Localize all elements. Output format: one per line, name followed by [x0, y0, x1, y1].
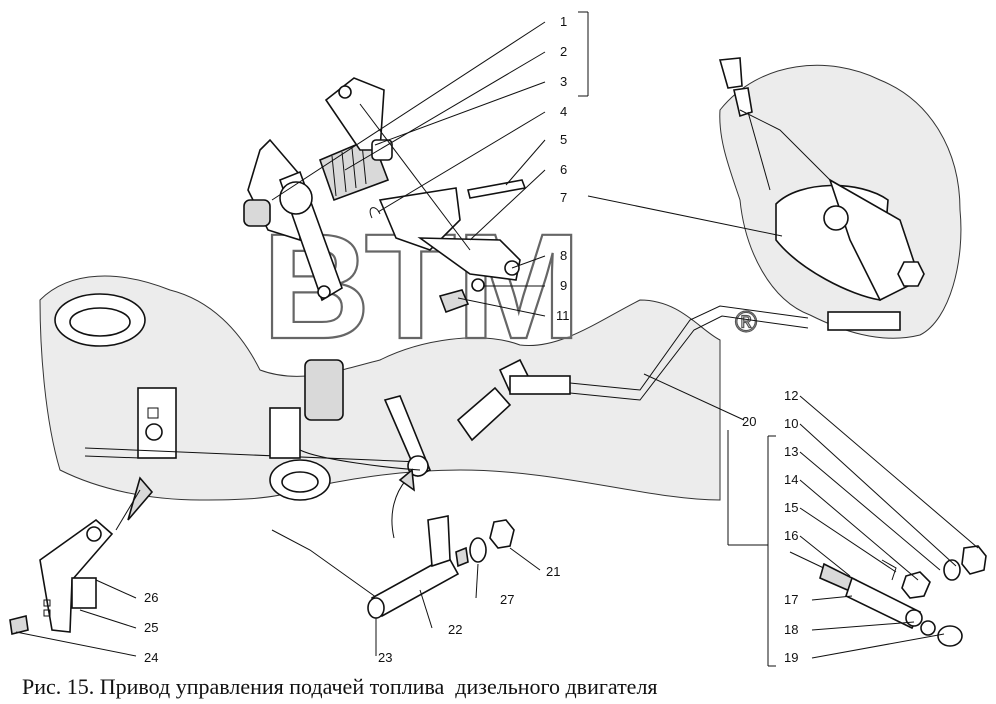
callout-27: 27 — [500, 592, 514, 607]
callout-5: 5 — [560, 132, 567, 147]
callout-9: 9 — [560, 278, 567, 293]
engine-block-outline — [39, 275, 721, 501]
callout-3: 3 — [560, 74, 567, 89]
lever-assembly-22 — [271, 515, 515, 619]
callout-1: 1 — [560, 14, 567, 29]
pedal-mechanism — [243, 77, 527, 314]
callout-7: 7 — [560, 190, 567, 205]
callout-16: 16 — [784, 528, 798, 543]
right-pedal — [718, 57, 925, 302]
control-rod-assembly — [456, 305, 901, 442]
callout-18: 18 — [784, 622, 798, 637]
callout-13: 13 — [784, 444, 798, 459]
bracket-assembly-26 — [9, 518, 114, 635]
callout-25: 25 — [144, 620, 158, 635]
callout-15: 15 — [784, 500, 798, 515]
callout-11: 11 — [556, 308, 570, 323]
callout-17: 17 — [784, 592, 798, 607]
callout-14: 14 — [784, 472, 798, 487]
callout-10: 10 — [784, 416, 798, 431]
callout-21: 21 — [546, 564, 560, 579]
callout-4: 4 — [560, 104, 567, 119]
callout-12: 12 — [784, 388, 798, 403]
leader-lines — [15, 11, 979, 667]
engine-details — [54, 293, 432, 539]
callout-26: 26 — [144, 590, 158, 605]
rod-end-assembly-17 — [789, 545, 987, 647]
callout-22: 22 — [448, 622, 462, 637]
callout-20: 20 — [742, 414, 756, 429]
callout-24: 24 — [144, 650, 158, 665]
callout-23: 23 — [378, 650, 392, 665]
callout-8: 8 — [560, 248, 567, 263]
callout-6: 6 — [560, 162, 567, 177]
callout-2: 2 — [560, 44, 567, 59]
watermark-registered-mark: ® — [735, 306, 757, 339]
figure-caption: Рис. 15. Привод управления подачей топли… — [22, 674, 658, 699]
callout-19: 19 — [784, 650, 798, 665]
